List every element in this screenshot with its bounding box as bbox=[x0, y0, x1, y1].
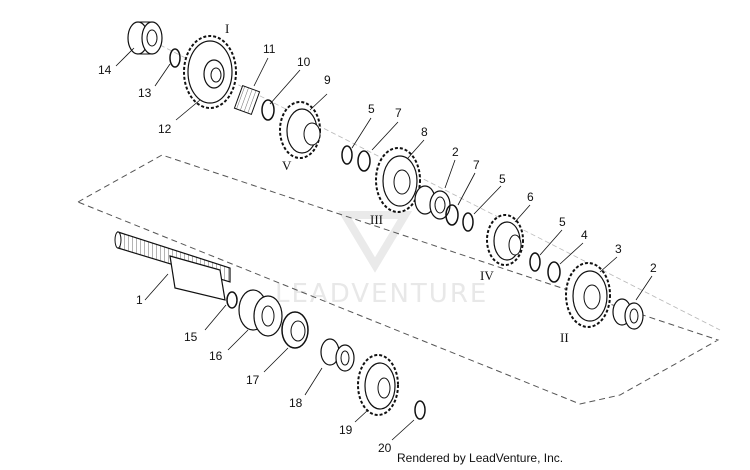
part-label: 5 bbox=[499, 172, 506, 186]
seal-17 bbox=[281, 311, 309, 349]
washer-4 bbox=[547, 261, 561, 283]
washer-7b bbox=[445, 204, 459, 226]
roman-numerals: I V III IV II bbox=[225, 21, 569, 345]
part-label: 20 bbox=[378, 441, 392, 455]
circlip-15 bbox=[226, 291, 238, 309]
part-label: 18 bbox=[289, 396, 303, 410]
part-label: 2 bbox=[650, 261, 657, 275]
part-label: 13 bbox=[138, 86, 152, 100]
circlip-20 bbox=[414, 400, 426, 420]
bearing-16 bbox=[238, 289, 283, 337]
roman-label: V bbox=[282, 158, 292, 173]
circlip-5a bbox=[341, 145, 353, 165]
part-label: 19 bbox=[339, 423, 353, 437]
circlip-5b bbox=[462, 212, 474, 232]
needle-bearing-11 bbox=[233, 85, 261, 115]
gear-6 bbox=[486, 214, 524, 266]
part-label: 15 bbox=[184, 330, 198, 344]
roman-label: IV bbox=[480, 268, 494, 283]
part-label: 17 bbox=[246, 373, 260, 387]
bearing-14 bbox=[127, 21, 163, 55]
part-label: 10 bbox=[297, 55, 311, 69]
bushing-2a bbox=[414, 185, 451, 220]
circlip-5c bbox=[529, 252, 541, 272]
credit-text: Rendered by LeadVenture, Inc. bbox=[397, 451, 563, 465]
roman-label: II bbox=[560, 330, 569, 345]
part-label: 7 bbox=[395, 106, 402, 120]
roman-label: III bbox=[370, 212, 383, 227]
gear-8 bbox=[375, 147, 421, 213]
part-label: 1 bbox=[136, 293, 143, 307]
watermark: LEADVENTURE bbox=[275, 211, 488, 309]
washer-10 bbox=[261, 99, 275, 121]
part-label: 6 bbox=[527, 190, 534, 204]
gear-12 bbox=[183, 35, 237, 109]
gear-3 bbox=[565, 262, 611, 328]
part-label: 4 bbox=[581, 228, 588, 242]
roman-label: I bbox=[225, 21, 229, 36]
watermark-text: LEADVENTURE bbox=[275, 279, 488, 309]
circlip-13 bbox=[169, 48, 181, 68]
part-label: 8 bbox=[421, 125, 428, 139]
assembly-dashed-outline bbox=[76, 154, 720, 405]
washer-7a bbox=[357, 150, 371, 172]
part-label: 14 bbox=[98, 63, 112, 77]
gear-9 bbox=[279, 101, 321, 159]
part-label: 12 bbox=[158, 122, 172, 136]
part-label: 5 bbox=[368, 102, 375, 116]
bushing-2b bbox=[612, 298, 644, 330]
bushing-18 bbox=[320, 338, 355, 372]
part-label: 2 bbox=[452, 145, 459, 159]
part-label: 5 bbox=[559, 215, 566, 229]
gear-19 bbox=[357, 354, 399, 416]
part-label: 11 bbox=[263, 42, 276, 56]
leader-lines bbox=[115, 47, 653, 441]
part-label: 7 bbox=[473, 158, 480, 172]
part-number-labels: 14 13 12 11 10 9 5 7 8 2 7 5 6 5 4 3 2 1… bbox=[98, 42, 657, 455]
part-label: 3 bbox=[615, 242, 622, 256]
part-label: 9 bbox=[324, 73, 331, 87]
part-label: 16 bbox=[209, 349, 223, 363]
shaft-1 bbox=[114, 231, 231, 301]
